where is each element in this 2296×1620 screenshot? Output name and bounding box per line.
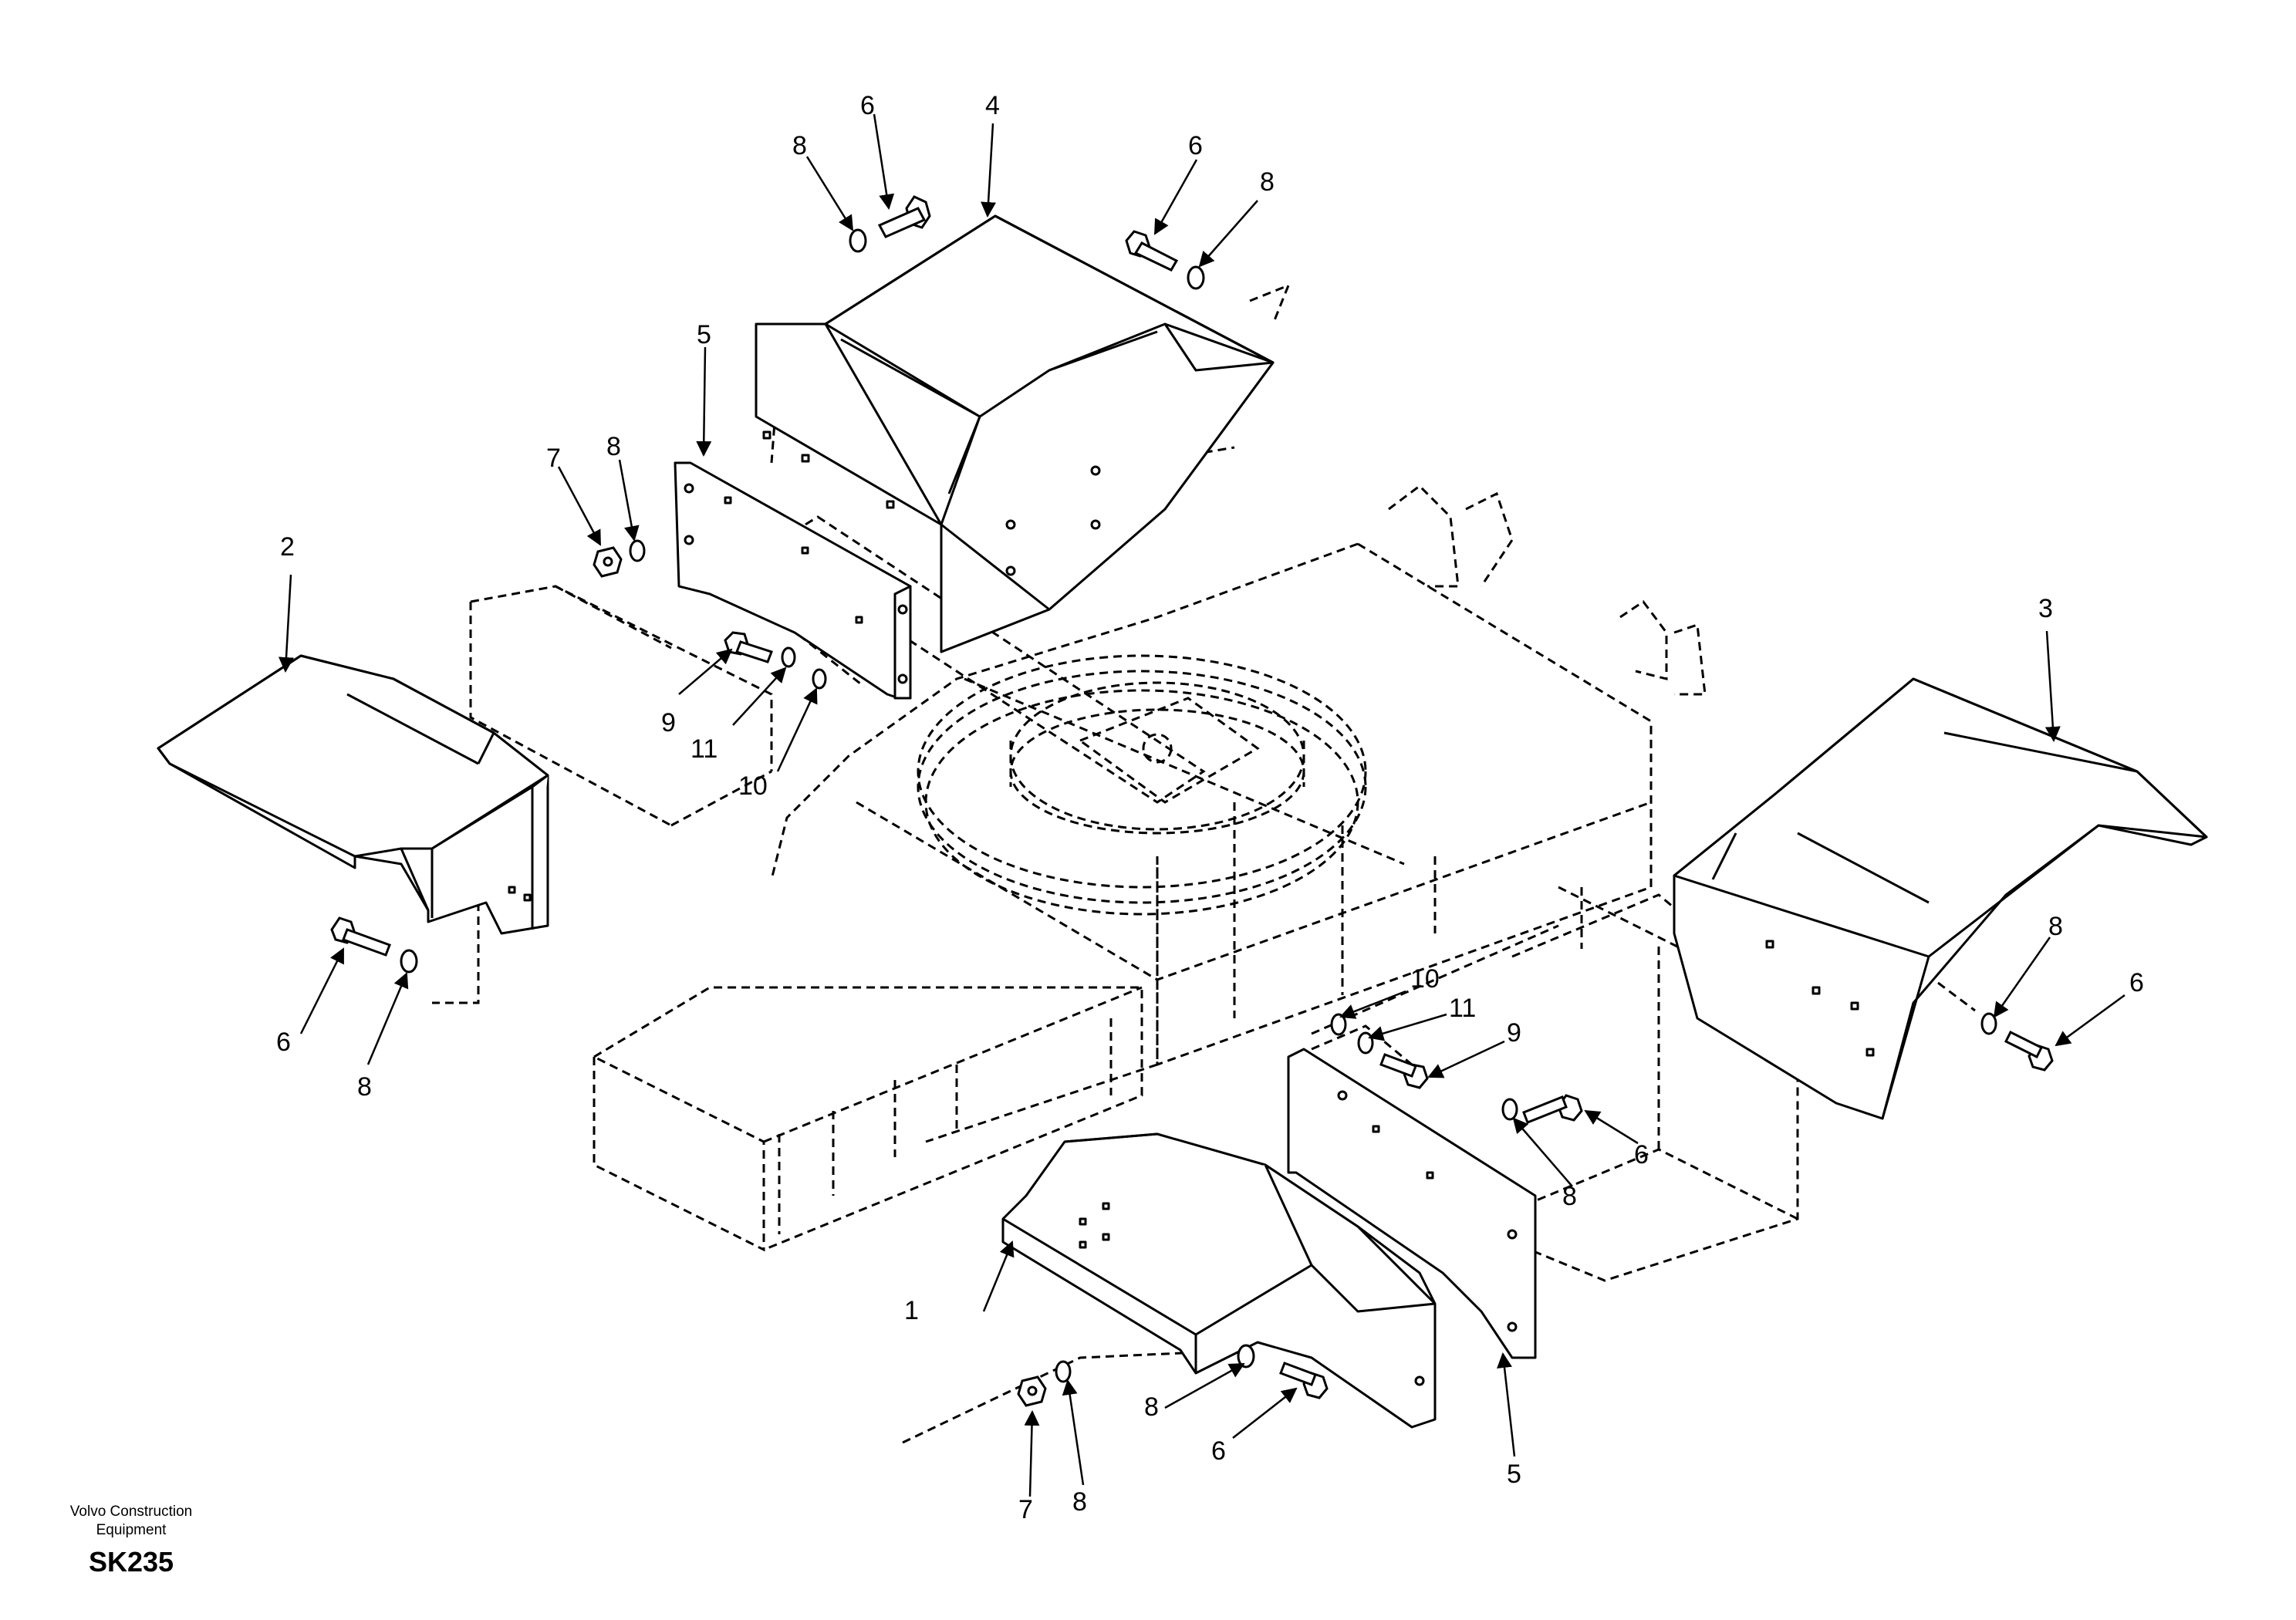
callout-11-center: 11: [1449, 994, 1476, 1023]
callout-11-upper: 11: [690, 734, 718, 764]
part-5-lower-plate: [1287, 1048, 1537, 1359]
callout-7-upper: 7: [546, 444, 561, 473]
callout-10-upper: 10: [738, 771, 768, 801]
nut-bottom-7: [1017, 1375, 1047, 1407]
bolt-upper-left-9: [724, 631, 773, 663]
callout-8-bottom-left: 8: [1072, 1487, 1087, 1517]
callout-6-top-center: 6: [860, 91, 875, 120]
callout-8-right: 8: [2048, 912, 2063, 941]
bolt-right-6: [2004, 1030, 2054, 1072]
callout-6-center: 6: [1634, 1140, 1649, 1169]
callout-8-upper-left: 8: [606, 432, 621, 461]
bolt-top-center: [877, 195, 931, 238]
bolt-center-9: [1379, 1053, 1429, 1089]
callout-1: 1: [904, 1296, 919, 1325]
callout-8-center: 8: [1562, 1182, 1577, 1211]
callout-5-lower: 5: [1507, 1460, 1521, 1489]
part-1-lower-step: [1001, 1132, 1437, 1429]
brand-line-2: Equipment: [96, 1522, 167, 1538]
callout-6-top-right: 6: [1188, 131, 1203, 160]
footer-caption: Volvo Construction Equipment SK235: [46, 1503, 216, 1578]
part-3-right-cover: [1673, 677, 2208, 1120]
callout-10-center: 10: [1410, 964, 1440, 994]
leader-lines: [279, 113, 2125, 1497]
callout-3: 3: [2038, 594, 2053, 623]
part-5-upper-plate: [674, 461, 912, 700]
callout-6-left: 6: [276, 1028, 291, 1057]
callout-7-bottom: 7: [1018, 1495, 1033, 1524]
bolt-center-6: [1522, 1094, 1583, 1124]
brand-line-1: Volvo Construction: [69, 1504, 193, 1520]
bolt-left-6: [330, 916, 391, 957]
hardware: [330, 195, 2054, 1407]
callout-4: 4: [985, 91, 1000, 120]
callout-6-right: 6: [2129, 968, 2144, 997]
callout-2: 2: [280, 532, 295, 562]
callout-9-center: 9: [1507, 1018, 1521, 1048]
nut-upper-7: [593, 546, 623, 578]
part-4-top-cover: [755, 214, 1275, 653]
callout-labels: 1 2 3 4 5 5 6 6 6 6 6 6 7 7 8 8 8 8 8 8 …: [276, 91, 2144, 1524]
callout-8-top-left: 8: [792, 131, 807, 160]
callout-5-upper: 5: [697, 320, 711, 349]
callout-8-top-right: 8: [1260, 167, 1275, 197]
callout-8-left: 8: [357, 1072, 372, 1102]
bolt-top-right: [1125, 230, 1179, 272]
bolt-bottom-6: [1279, 1362, 1329, 1399]
part-2-left-cover: [157, 654, 549, 935]
diagram-code: SK235: [88, 1546, 174, 1578]
callout-6-bottom: 6: [1211, 1436, 1226, 1466]
callout-9-upper: 9: [661, 708, 676, 737]
callout-8-bottom-center: 8: [1144, 1392, 1159, 1422]
